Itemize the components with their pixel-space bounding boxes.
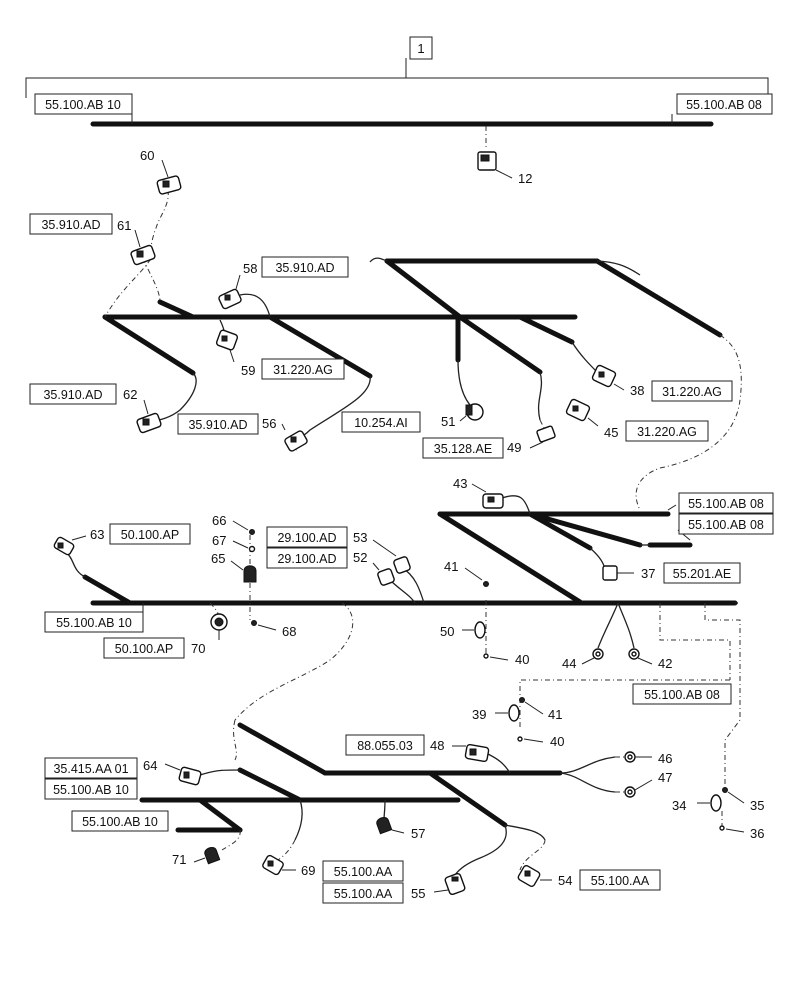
ref-69a: 55.100.AA [334, 865, 393, 879]
callout-41a: 41 [444, 559, 458, 574]
ref-low-left2: 55.100.AB 10 [82, 815, 158, 829]
ref-38: 31.220.AG [662, 385, 722, 399]
callout-49: 49 [507, 440, 521, 455]
middle-harness [65, 535, 741, 790]
ref-69b: 55.100.AA [334, 887, 393, 901]
ref-59: 31.220.AG [273, 363, 333, 377]
callout-64: 64 [143, 758, 157, 773]
callout-46: 46 [658, 751, 672, 766]
callout-56: 56 [262, 416, 276, 431]
callout-40b: 40 [550, 734, 564, 749]
callout-41b: 41 [548, 707, 562, 722]
ref-top-left: 55.100.AB 10 [45, 98, 121, 112]
callout-47: 47 [658, 770, 672, 785]
ref-mid-right: 55.100.AB 08 [644, 688, 720, 702]
callout-38: 38 [630, 383, 644, 398]
assembly-bracket: 1 [25, 36, 769, 98]
ref-low-left: 55.100.AB 10 [53, 783, 129, 797]
callout-63: 63 [90, 527, 104, 542]
ref-54: 55.100.AA [591, 874, 650, 888]
ref-56: 35.910.AD [188, 418, 247, 432]
ref-63: 50.100.AP [121, 528, 179, 542]
callout-42: 42 [658, 656, 672, 671]
middle-connectors: 63 50.100.AP 66 67 65 68 29.100.AD 29.10… [44, 513, 732, 749]
ref-37: 55.201.AE [673, 567, 731, 581]
ref-mid-left: 55.100.AB 10 [56, 616, 132, 630]
callout-69: 69 [301, 863, 315, 878]
callout-36: 36 [750, 826, 764, 841]
ref-ab08-b: 55.100.AB 08 [688, 518, 764, 532]
callout-40a: 40 [515, 652, 529, 667]
top-harness: 55.100.AB 10 55.100.AB 08 12 [34, 93, 773, 186]
callout-61: 61 [117, 218, 131, 233]
callout-67: 67 [212, 533, 226, 548]
callout-12: 12 [518, 171, 532, 186]
callout-50: 50 [440, 624, 454, 639]
callout-62: 62 [123, 387, 137, 402]
callout-59: 59 [241, 363, 255, 378]
callout-65: 65 [211, 551, 225, 566]
callout-68: 68 [282, 624, 296, 639]
ref-53: 29.100.AD [277, 552, 336, 566]
lower-harness [139, 719, 625, 876]
callout-57: 57 [411, 826, 425, 841]
item-number: 1 [417, 41, 424, 56]
ref-62: 35.910.AD [43, 388, 102, 402]
callout-48: 48 [430, 738, 444, 753]
upper-connectors: 60 61 35.910.AD 58 35.910.AD 59 31.220.A… [29, 148, 733, 459]
callout-54: 54 [558, 873, 572, 888]
ref-top-right: 55.100.AB 08 [686, 98, 762, 112]
ref-64: 35.415.AA 01 [53, 762, 128, 776]
callout-71: 71 [172, 852, 186, 867]
ref-48: 88.055.03 [357, 739, 413, 753]
upper-harness [102, 189, 742, 511]
lower-connectors: 88.055.03 48 46 47 35.415.AA 01 55.100.A… [44, 734, 672, 904]
ref-49: 35.128.AE [434, 442, 492, 456]
ref-61: 35.910.AD [41, 218, 100, 232]
ref-58: 35.910.AD [275, 261, 334, 275]
ref-66: 29.100.AD [277, 531, 336, 545]
callout-53: 53 [353, 530, 367, 545]
callout-55: 55 [411, 886, 425, 901]
right-ground-parts: 34 35 36 [672, 787, 764, 841]
callout-34: 34 [672, 798, 686, 813]
ref-51: 10.254.AI [354, 416, 408, 430]
callout-44: 44 [562, 656, 576, 671]
callout-35: 35 [750, 798, 764, 813]
ref-ab08-a: 55.100.AB 08 [688, 497, 764, 511]
callout-51: 51 [441, 414, 455, 429]
callout-66: 66 [212, 513, 226, 528]
callout-39: 39 [472, 707, 486, 722]
callout-43: 43 [453, 476, 467, 491]
callout-70: 70 [191, 641, 205, 656]
callout-45: 45 [604, 425, 618, 440]
callout-37: 37 [641, 566, 655, 581]
callout-52: 52 [353, 550, 367, 565]
ref-45: 31.220.AG [637, 425, 697, 439]
right-upper-harness: 43 55.100.AB 08 55.100.AB 08 37 55.201.A… [437, 476, 774, 605]
ref-70: 50.100.AP [115, 642, 173, 656]
callout-58: 58 [243, 261, 257, 276]
callout-60: 60 [140, 148, 154, 163]
